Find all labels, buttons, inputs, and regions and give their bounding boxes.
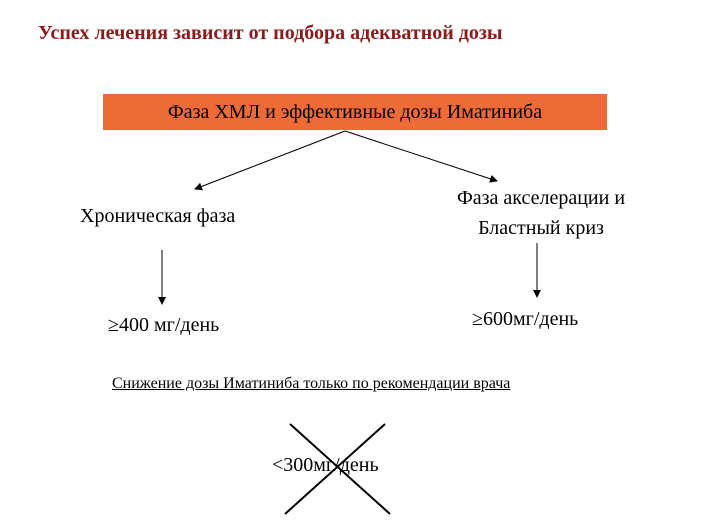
chronic-phase-label: Хроническая фаза <box>80 205 236 227</box>
header-box-label: Фаза ХМЛ и эффективные дозы Иматиниба <box>167 100 543 123</box>
arrow-to-chronic-phase <box>194 130 346 191</box>
dose-reduction-note: Снижение дозы Иматиниба только по рекоме… <box>112 375 511 392</box>
acceleration-phase-line1: Фаза акселерации и <box>456 187 626 209</box>
cross-line-2 <box>284 423 386 515</box>
crossed-out-dose-label: <300мг/день <box>272 454 379 476</box>
header-box: Фаза ХМЛ и эффективные дозы Иматиниба <box>103 94 607 130</box>
cross-line-1 <box>289 423 391 515</box>
acceleration-phase-line2: Бластный криз <box>478 217 604 239</box>
dose-400-label: ≥400 мг/день <box>108 314 220 336</box>
acceleration-phase-label: Фаза акселерации и Бластный криз <box>430 183 652 243</box>
slide-title: Успех лечения зависит от подбора адекват… <box>38 22 503 44</box>
dose-600-label: ≥600мг/день <box>472 308 579 330</box>
arrow-to-acceleration-phase <box>344 130 498 183</box>
